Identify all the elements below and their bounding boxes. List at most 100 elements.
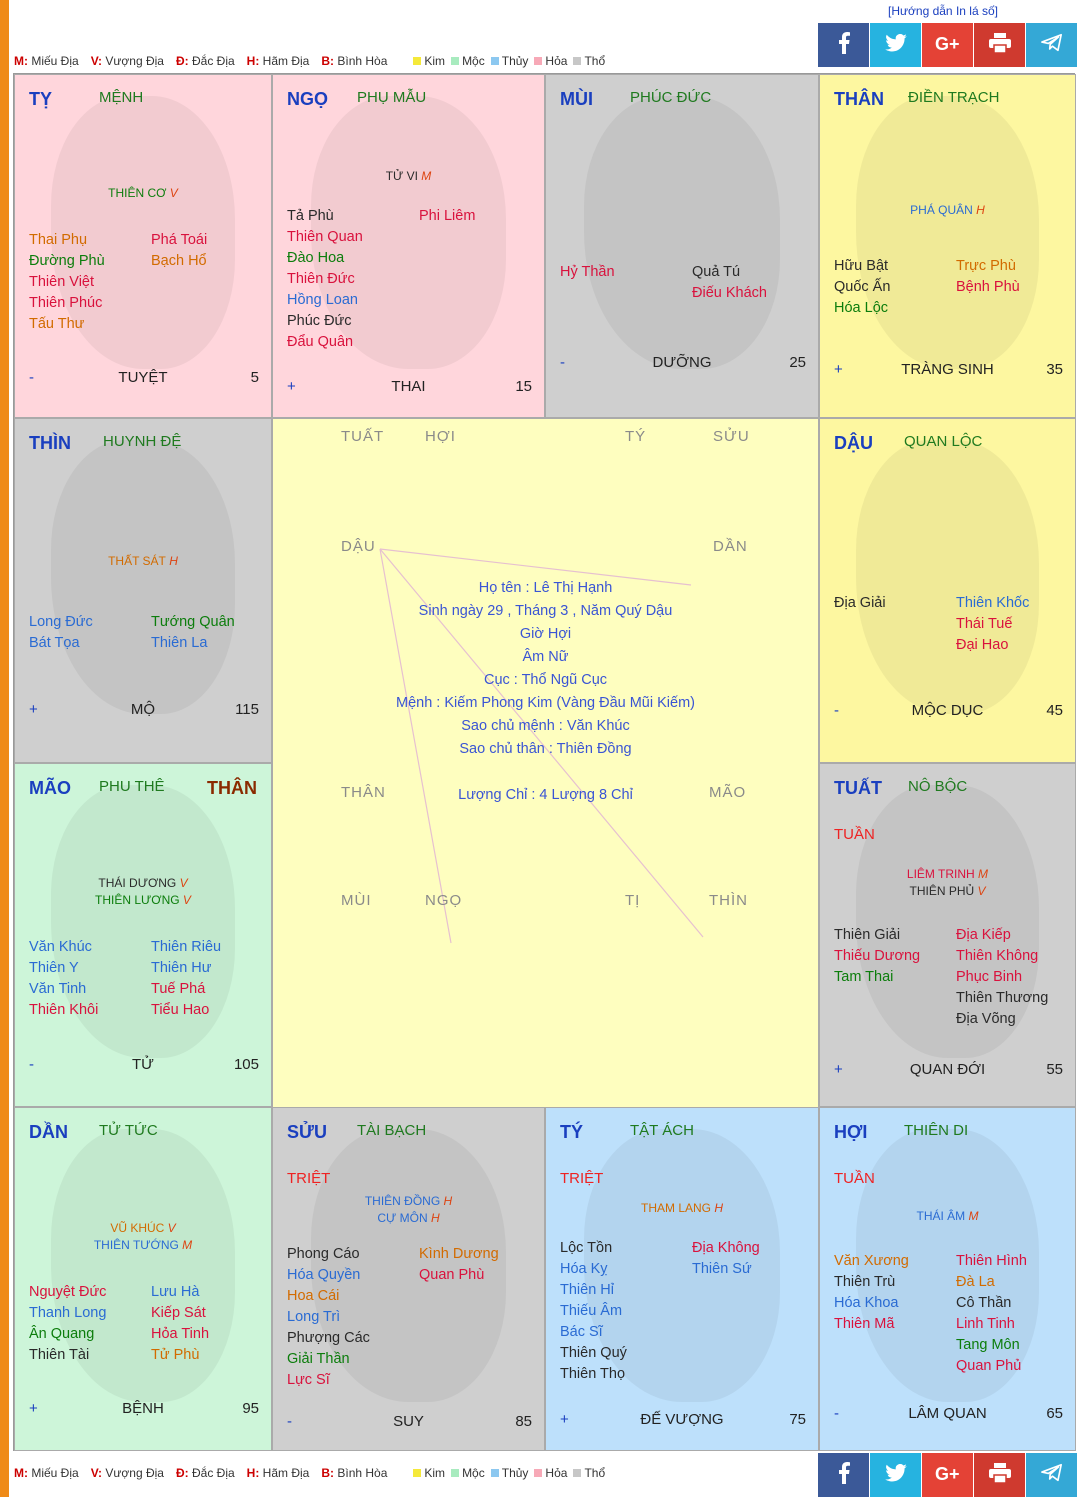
- legend-mark: B: Bình Hòa: [321, 54, 393, 68]
- minor-star: Văn Xương: [834, 1253, 909, 1269]
- telegram-button[interactable]: [1026, 1453, 1077, 1497]
- minor-star: Thái Tuế: [956, 616, 1013, 632]
- minor-star: Phúc Đức: [287, 313, 352, 329]
- main-star: THAM LANG H: [546, 1200, 818, 1217]
- google-plus-button[interactable]: G+: [922, 1453, 973, 1497]
- minor-star: Thai Phụ: [29, 232, 88, 248]
- minor-star: Thanh Long: [29, 1305, 107, 1321]
- minor-star: Tiểu Hao: [151, 1002, 210, 1018]
- print-button[interactable]: [974, 1453, 1025, 1497]
- center-branch-label: TÝ: [625, 428, 647, 445]
- legend-mark: V: Vượng Địa: [91, 54, 170, 68]
- age-number: 65: [1046, 1405, 1063, 1422]
- minor-star: Quan Phủ: [956, 1358, 1022, 1374]
- center-branch-label: DẦN: [713, 538, 748, 555]
- minor-star: Phục Binh: [956, 969, 1023, 985]
- minor-star: Thiên Riêu: [151, 939, 222, 955]
- minor-star: Thiên Giải: [834, 927, 901, 943]
- element-swatch: [490, 1469, 499, 1477]
- legend-mark-text: Vượng Địa: [102, 1466, 164, 1480]
- star-quality: V: [974, 884, 986, 898]
- main-star-name: TỬ VI: [385, 169, 418, 183]
- main-star-name: THIÊN PHỦ: [909, 884, 975, 898]
- main-star: THÁI ÂM M: [820, 1208, 1075, 1225]
- legend-element-text: Hỏa: [545, 54, 568, 68]
- minor-star: Địa Không: [692, 1240, 760, 1256]
- legend-element-text: Thủy: [501, 54, 529, 68]
- telegram-button[interactable]: [1026, 23, 1077, 67]
- branch-name: THÂN: [834, 89, 884, 109]
- legend-element: Thủy: [490, 1466, 529, 1480]
- google-plus-button[interactable]: G+: [922, 23, 973, 67]
- twitter-button[interactable]: [870, 1453, 921, 1497]
- minor-star: Thiên Việt: [29, 274, 95, 290]
- branch-name: HỢI: [834, 1122, 868, 1142]
- minor-star: Kình Dương: [419, 1246, 499, 1262]
- star-quality: H: [972, 203, 985, 217]
- polarity-sign: +: [834, 1061, 843, 1078]
- minor-star: Địa Võng: [956, 1011, 1016, 1027]
- minor-star: Bạch Hổ: [151, 253, 207, 269]
- element-swatch: [413, 57, 422, 65]
- legend-element-text: Thủy: [501, 1466, 529, 1480]
- life-phase: DƯỠNG: [652, 354, 712, 371]
- life-phase: MỘC DỤC: [911, 702, 984, 719]
- minor-star: Thiên La: [151, 635, 208, 651]
- minor-stars-right: Phi Liêm: [419, 206, 475, 227]
- branch-name: DẬU: [834, 433, 873, 453]
- center-branch-label: SỬU: [713, 428, 750, 445]
- palace-name: THIÊN DI: [904, 1122, 969, 1139]
- facebook-button[interactable]: [818, 23, 869, 67]
- minor-star: Quả Tú: [692, 264, 741, 280]
- center-branch-label: HỢI: [425, 428, 456, 445]
- info-line: Mệnh : Kiếm Phong Kim (Vàng Đầu Mũi Kiếm…: [396, 695, 695, 711]
- minor-star: Long Trì: [287, 1309, 341, 1325]
- minor-star: Văn Tinh: [29, 981, 87, 997]
- main-star: LIÊM TRINH M: [820, 866, 1075, 883]
- info-line: Sao chủ thân : Thiên Đồng: [459, 741, 632, 757]
- minor-star: Thiên Quan: [287, 229, 363, 245]
- minor-star: Văn Khúc: [29, 939, 92, 955]
- minor-star: Bác Sĩ: [560, 1324, 603, 1340]
- print-icon: [988, 32, 1011, 58]
- main-star-name: THẤT SÁT: [108, 554, 166, 568]
- zodiac-animal-watermark: [584, 1128, 780, 1403]
- print-guide-link[interactable]: [Hướng dẫn In lá số]: [888, 4, 998, 18]
- element-swatch: [534, 1469, 543, 1477]
- print-button[interactable]: [974, 23, 1025, 67]
- age-number: 75: [789, 1411, 806, 1428]
- minor-star: Kiếp Sát: [151, 1305, 206, 1321]
- facebook-button[interactable]: [818, 1453, 869, 1497]
- legend-element: Mộc: [451, 1466, 485, 1480]
- main-stars: THIÊN CƠ V: [15, 185, 271, 202]
- main-star: PHÁ QUÂN H: [820, 202, 1075, 219]
- palace-name: NÔ BỘC: [908, 778, 968, 795]
- info-line: Giờ Hợi: [519, 626, 572, 642]
- twitter-icon: [884, 33, 907, 57]
- star-quality: H: [711, 1201, 723, 1215]
- minor-star: Hóa Quyền: [287, 1267, 361, 1283]
- twitter-button[interactable]: [870, 23, 921, 67]
- main-star: VŨ KHÚC V: [15, 1220, 271, 1237]
- main-star: THÁI DƯƠNG V: [15, 875, 271, 892]
- minor-star: Thiên Phúc: [29, 295, 103, 311]
- star-quality: V: [176, 876, 188, 890]
